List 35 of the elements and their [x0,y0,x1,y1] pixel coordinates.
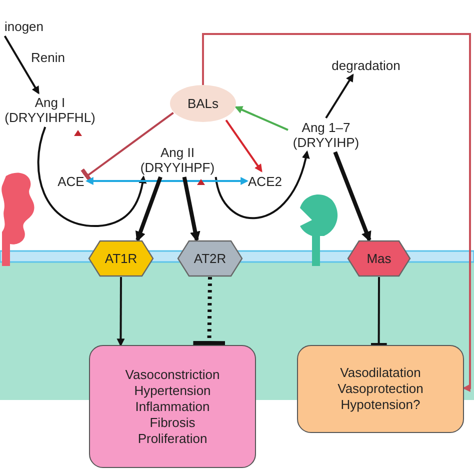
effect-text: Vasoconstriction [125,366,220,382]
effect-text: Hypertension [134,382,211,398]
effect-text: Hypotension? [340,397,420,413]
arrow [135,176,162,242]
node-label: degradation [332,58,400,72]
effect-box [89,345,256,468]
effect-text: Vasoprotection [338,381,424,397]
arrow [85,177,249,185]
arrow [37,126,146,227]
node-label: ACE [58,174,84,188]
effect-text: Inflammation [135,398,210,414]
arrow [325,74,354,119]
arrow [202,33,471,392]
arrow [4,36,40,94]
node-label: Ang I (DRYYIHPFHL) [4,95,96,125]
arrow [214,150,310,219]
effect-text: Fibrosis [150,414,196,430]
arrow [333,151,372,242]
effect-text: Proliferation [138,430,208,446]
arrow [225,120,262,172]
effect-box [297,345,464,433]
arrow [116,277,125,347]
node-label: Ang 1–7 (DRYYIHP) [292,120,360,150]
node-label: Mas [366,251,392,266]
node-label: Ang II (DRYYIHPF) [139,144,216,174]
arrow [234,106,288,131]
effect-text: Vasodilatation [340,365,421,381]
arrow [182,176,200,242]
inhibition-line [370,277,387,348]
node-label: inogen [4,18,44,34]
node-label: AT1R [104,251,138,266]
node-label: ACE2 [248,174,282,188]
edge-label: Renin [30,50,66,65]
node-label: BALs [187,96,219,111]
node-label: AT2R [194,251,226,266]
